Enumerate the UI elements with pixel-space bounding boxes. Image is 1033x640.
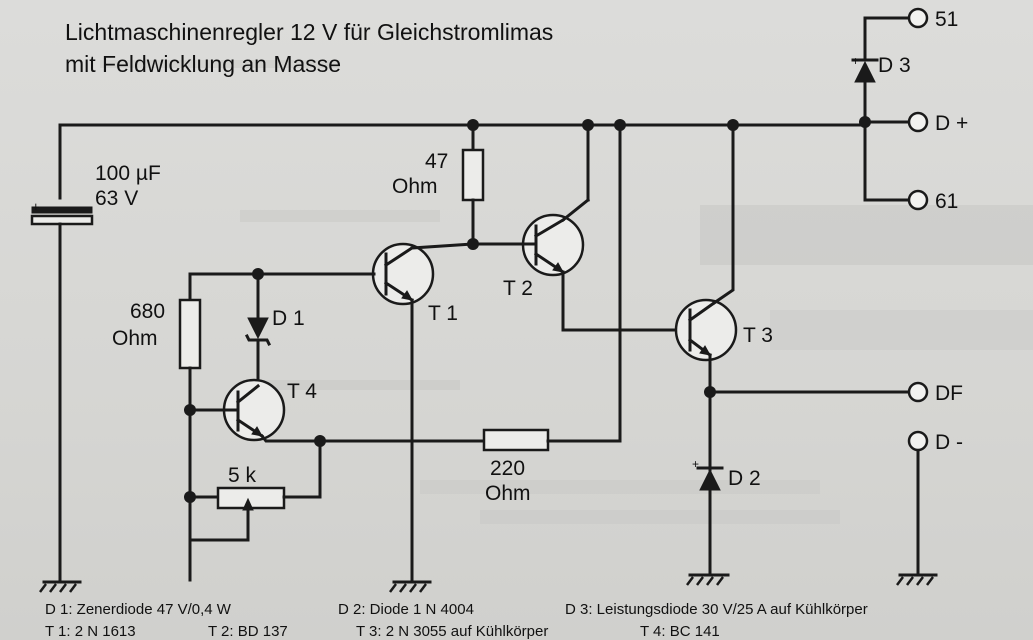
transistor-t1 — [371, 242, 475, 584]
terminal-df-label: DF — [935, 382, 963, 405]
terminal-61-label: 61 — [935, 190, 958, 213]
resistor-220-ohm — [318, 123, 622, 452]
d2-label: D 2 — [728, 467, 761, 490]
legend-d2: D 2: Diode 1 N 4004 — [338, 601, 474, 618]
resistor-680-ohm — [178, 298, 202, 582]
t1-label: T 1 — [428, 302, 458, 325]
capacitor-voltage-label: 63 V — [95, 187, 138, 210]
legend-t2: T 2: BD 137 — [208, 623, 288, 640]
svg-text:+: + — [692, 457, 699, 471]
r47-unit-label: Ohm — [392, 175, 438, 198]
terminal-dminus[interactable] — [907, 430, 929, 452]
terminal-dminus-label: D - — [935, 431, 963, 454]
t3-label: T 3 — [743, 324, 773, 347]
t4-label: T 4 — [287, 380, 317, 403]
capacitor-value-label: 100 µF — [95, 162, 161, 185]
legend-t3: T 3: 2 N 3055 auf Kühlkörper — [356, 623, 548, 640]
transistor-t4 — [188, 378, 322, 443]
t2-label: T 2 — [503, 277, 533, 300]
pot-value-label: 5 k — [228, 464, 257, 487]
terminal-61[interactable] — [907, 189, 929, 211]
title-line-2: mit Feldwicklung an Masse — [65, 51, 341, 77]
title-line-1: Lichtmaschinenregler 12 V für Gleichstro… — [65, 19, 553, 45]
zener-d1 — [244, 272, 272, 384]
resistor-47-ohm — [461, 123, 485, 246]
ground-t1 — [389, 580, 432, 593]
capacitor-100uf: + — [30, 199, 94, 584]
junction-dots — [184, 116, 871, 503]
transistor-t3 — [674, 123, 738, 472]
legend-d3: D 3: Leistungsdiode 30 V/25 A auf Kühlkö… — [565, 601, 868, 618]
legend-t1: T 1: 2 N 1613 — [45, 623, 136, 640]
r220-unit-label: Ohm — [485, 482, 531, 505]
r680-value-label: 680 — [130, 300, 165, 323]
r47-value-label: 47 — [425, 150, 448, 173]
legend-t4: T 4: BC 141 — [640, 623, 720, 640]
diode-d3: + — [851, 16, 910, 202]
ground-left — [39, 580, 82, 593]
terminal-dplus[interactable] — [907, 111, 929, 133]
svg-text:+: + — [852, 54, 859, 68]
background-showthrough — [100, 60, 1033, 524]
d1-label: D 1 — [272, 307, 305, 330]
transistor-t2 — [471, 123, 679, 332]
terminal-51[interactable] — [907, 7, 929, 29]
t1-base-line — [188, 272, 376, 302]
diode-d2: + — [692, 457, 724, 577]
terminal-dplus-label: D + — [935, 112, 968, 135]
r680-unit-label: Ohm — [112, 327, 158, 350]
svg-text:+: + — [32, 199, 40, 214]
terminal-51-label: 51 — [935, 8, 958, 31]
dminus-ground — [896, 448, 938, 586]
r220-value-label: 220 — [490, 457, 525, 480]
d3-label: D 3 — [878, 54, 911, 77]
terminal-df[interactable] — [907, 381, 929, 403]
positive-rail — [58, 120, 910, 200]
legend-d1: D 1: Zenerdiode 47 V/0,4 W — [45, 601, 232, 618]
potentiometer-5k — [188, 439, 322, 542]
ground-d2 — [686, 573, 730, 586]
